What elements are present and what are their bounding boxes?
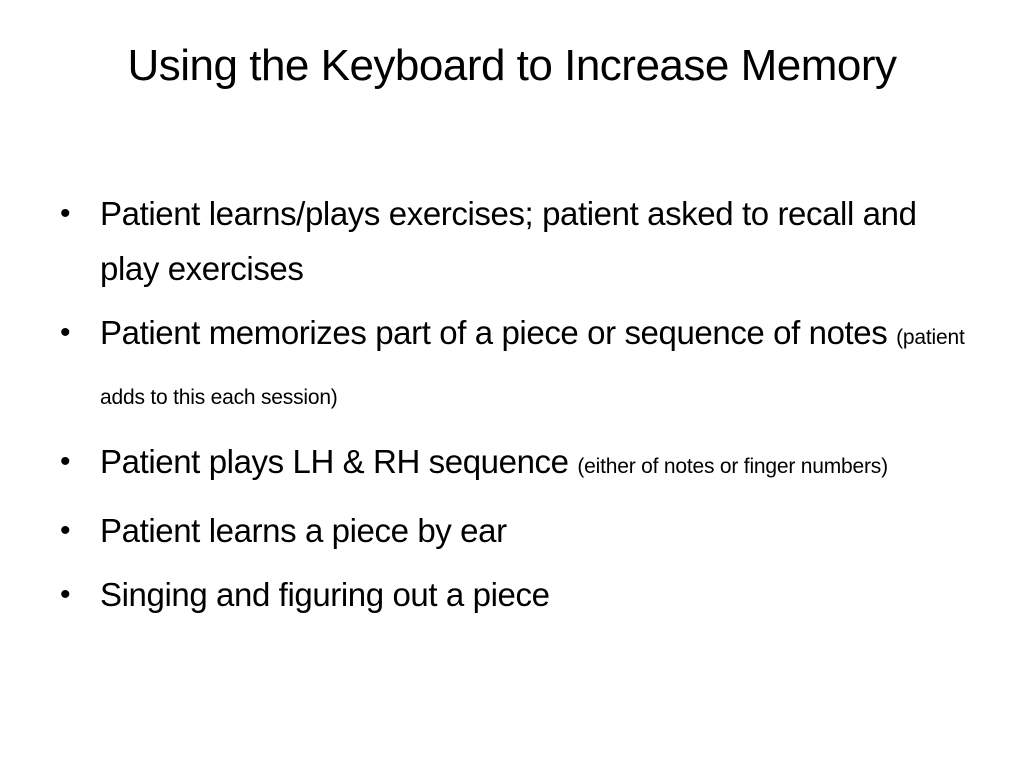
bullet-dot-icon: • bbox=[60, 445, 71, 478]
bullet-text: Patient learns/plays exercises; patient … bbox=[100, 195, 917, 287]
bullet-list: • Patient learns/plays exercises; patien… bbox=[60, 186, 980, 631]
bullet-note: (either of notes or finger numbers) bbox=[577, 455, 888, 478]
bullet-dot-icon: • bbox=[60, 578, 71, 611]
bullet-text: Singing and figuring out a piece bbox=[100, 576, 550, 613]
bullet-text: Patient plays LH & RH sequence bbox=[100, 443, 569, 480]
bullet-note: (patient adds to this each session) bbox=[100, 326, 965, 409]
bullet-item: • Patient plays LH & RH sequence (either… bbox=[60, 434, 980, 494]
bullet-text: Patient learns a piece by ear bbox=[100, 512, 507, 549]
bullet-item: • Patient memorizes part of a piece or s… bbox=[60, 305, 980, 425]
bullet-text: Patient memorizes part of a piece or seq… bbox=[100, 314, 888, 351]
bullet-item: • Patient learns a piece by ear bbox=[60, 503, 980, 558]
bullet-item: • Singing and figuring out a piece bbox=[60, 567, 980, 622]
bullet-item: • Patient learns/plays exercises; patien… bbox=[60, 186, 980, 296]
slide-title: Using the Keyboard to Increase Memory bbox=[127, 41, 898, 90]
bullet-dot-icon: • bbox=[60, 197, 71, 230]
bullet-dot-icon: • bbox=[60, 316, 71, 349]
bullet-dot-icon: • bbox=[60, 514, 71, 547]
